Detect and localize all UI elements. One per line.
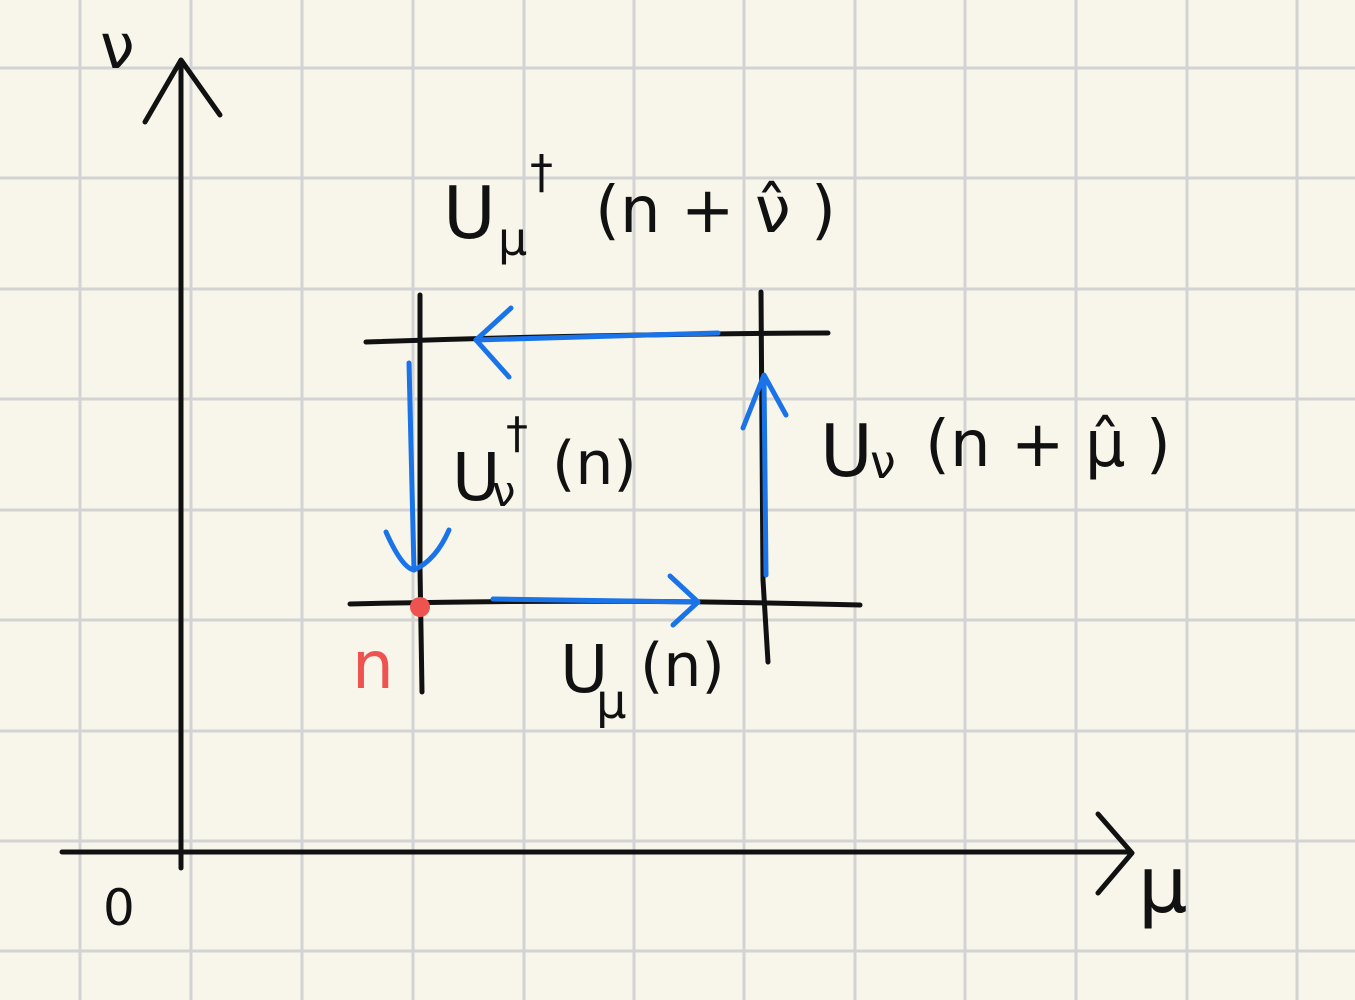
link-right-arg: (n + μ̂ ) (925, 408, 1171, 482)
link-left-sub: ν (492, 467, 515, 516)
link-bottom-base: U (560, 631, 608, 708)
link-bottom-arrow (490, 596, 701, 605)
link-label-right: U ν (n + μ̂ ) (820, 408, 1171, 493)
link-right-arrowhead (740, 372, 789, 431)
link-right-base: U (820, 409, 873, 493)
origin-label: 0 (103, 879, 135, 937)
link-left-sup: † (506, 408, 528, 459)
link-label-top: U † μ (n + ν̂ ) (443, 145, 836, 266)
link-top-arrowhead (473, 305, 514, 380)
link-top-arrow (473, 330, 721, 343)
site-label: n (352, 627, 394, 704)
lattice-line-left (417, 292, 425, 695)
link-left-arg: (n) (552, 429, 637, 499)
link-left-arrowhead (383, 527, 452, 573)
site-dot (410, 597, 430, 617)
link-top-sub: μ (498, 212, 527, 266)
link-left-base: U (452, 439, 500, 516)
x-axis-arrowhead (1095, 811, 1135, 896)
link-bottom-arrowhead (667, 573, 701, 628)
x-axis-label: μ (1138, 841, 1188, 931)
link-bottom-sub: μ (596, 674, 627, 730)
link-right-sub: ν (870, 435, 896, 489)
link-label-left: U † ν (n) (452, 408, 637, 516)
y-axis-label: ν (100, 10, 135, 83)
link-top-arg: (n + ν̂ ) (595, 174, 836, 248)
link-right-arrow (761, 375, 769, 578)
axes (59, 57, 1135, 896)
plaquette-path (383, 305, 789, 628)
link-label-bottom: U μ (n) (560, 631, 725, 730)
y-axis-arrowhead (142, 57, 223, 125)
link-top-sup: † (530, 145, 553, 199)
link-top-base: U (443, 171, 496, 255)
link-bottom-arg: (n) (640, 631, 725, 701)
link-left-arrow (406, 360, 417, 573)
